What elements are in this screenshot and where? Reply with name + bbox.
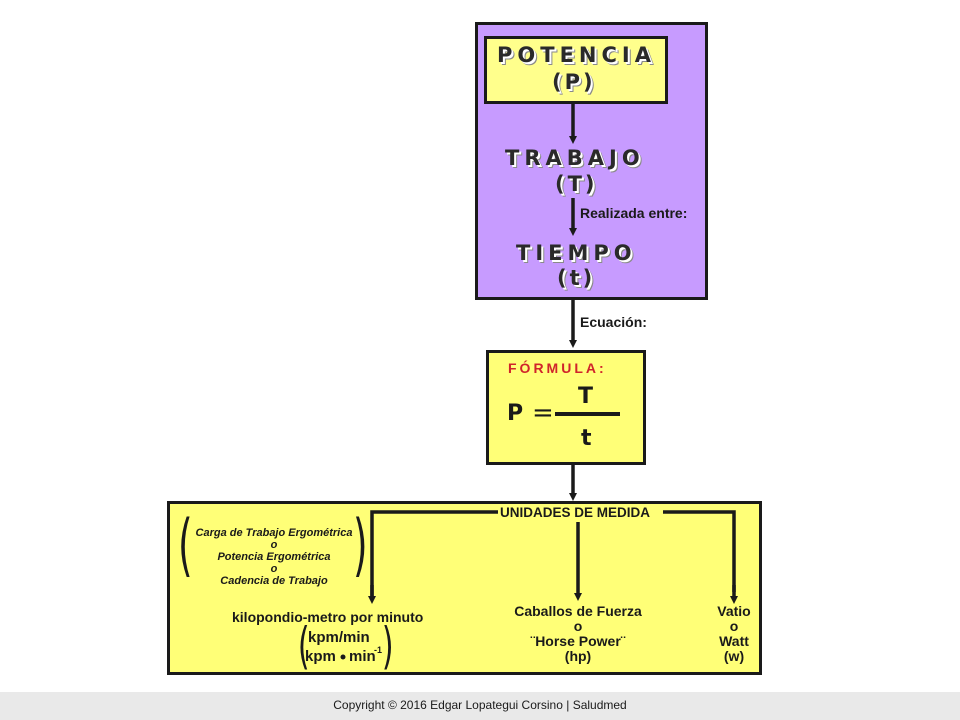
units-header: UNIDADES DE MEDIDA	[500, 505, 651, 520]
kpm-line2-unit: kpm	[305, 648, 336, 665]
multiply-dot	[340, 654, 346, 660]
synonym-paren-right: )	[352, 506, 368, 585]
hp-line4: (hp)	[564, 648, 592, 664]
kpm-paren-left: (	[297, 617, 310, 675]
trabajo-symbol: (T)	[555, 172, 598, 196]
units-bracket-line	[370, 510, 736, 597]
kpm-exponent: -1	[374, 645, 383, 655]
kpm-line1: kpm/min	[308, 629, 370, 646]
synonym-paren-left: (	[177, 506, 193, 585]
potencia-title: POTENCIA	[497, 43, 656, 67]
potencia-symbol: (P)	[552, 70, 596, 94]
watt-line2: o	[729, 618, 739, 634]
watt-line4: (w)	[723, 648, 745, 664]
realizada-label: Realizada entre:	[580, 205, 688, 221]
synonym-or-1: o	[270, 539, 278, 551]
footer-bar	[0, 692, 960, 720]
potencia-box	[484, 36, 668, 104]
hp-line2: o	[573, 618, 583, 634]
synonym-3: Cadencia de Trabajo	[220, 575, 328, 587]
synonym-1: Carga de Trabajo Ergométrica	[195, 527, 353, 539]
synonym-2: Potencia Ergométrica	[217, 551, 331, 563]
formula-lhs: P	[507, 401, 524, 426]
trabajo-title: TRABAJO	[505, 146, 645, 170]
formula-denominator: t	[581, 426, 592, 451]
formula-box	[486, 350, 646, 465]
tiempo-symbol: (t)	[557, 266, 596, 290]
kpm-title: kilopondio-metro por minuto	[232, 609, 424, 625]
kpm-line2-min: min	[349, 648, 376, 665]
copyright-text: Copyright © 2016 Edgar Lopategui Corsino…	[333, 698, 627, 712]
formula-equals: =	[532, 398, 554, 428]
watt-line1: Vatio	[717, 603, 751, 619]
synonym-or-2: o	[270, 563, 278, 575]
watt-line3: Watt	[719, 633, 749, 649]
ecuacion-label: Ecuación:	[580, 314, 647, 330]
tiempo-title: TIEMPO	[516, 241, 637, 265]
formula-numerator: T	[578, 384, 594, 409]
units-box	[167, 501, 762, 675]
hp-line1: Caballos de Fuerza	[514, 603, 642, 619]
kpm-paren-right: )	[381, 617, 394, 675]
formula-label: FÓRMULA:	[508, 360, 607, 376]
hp-line3: ¨Horse Power¨	[530, 633, 626, 649]
